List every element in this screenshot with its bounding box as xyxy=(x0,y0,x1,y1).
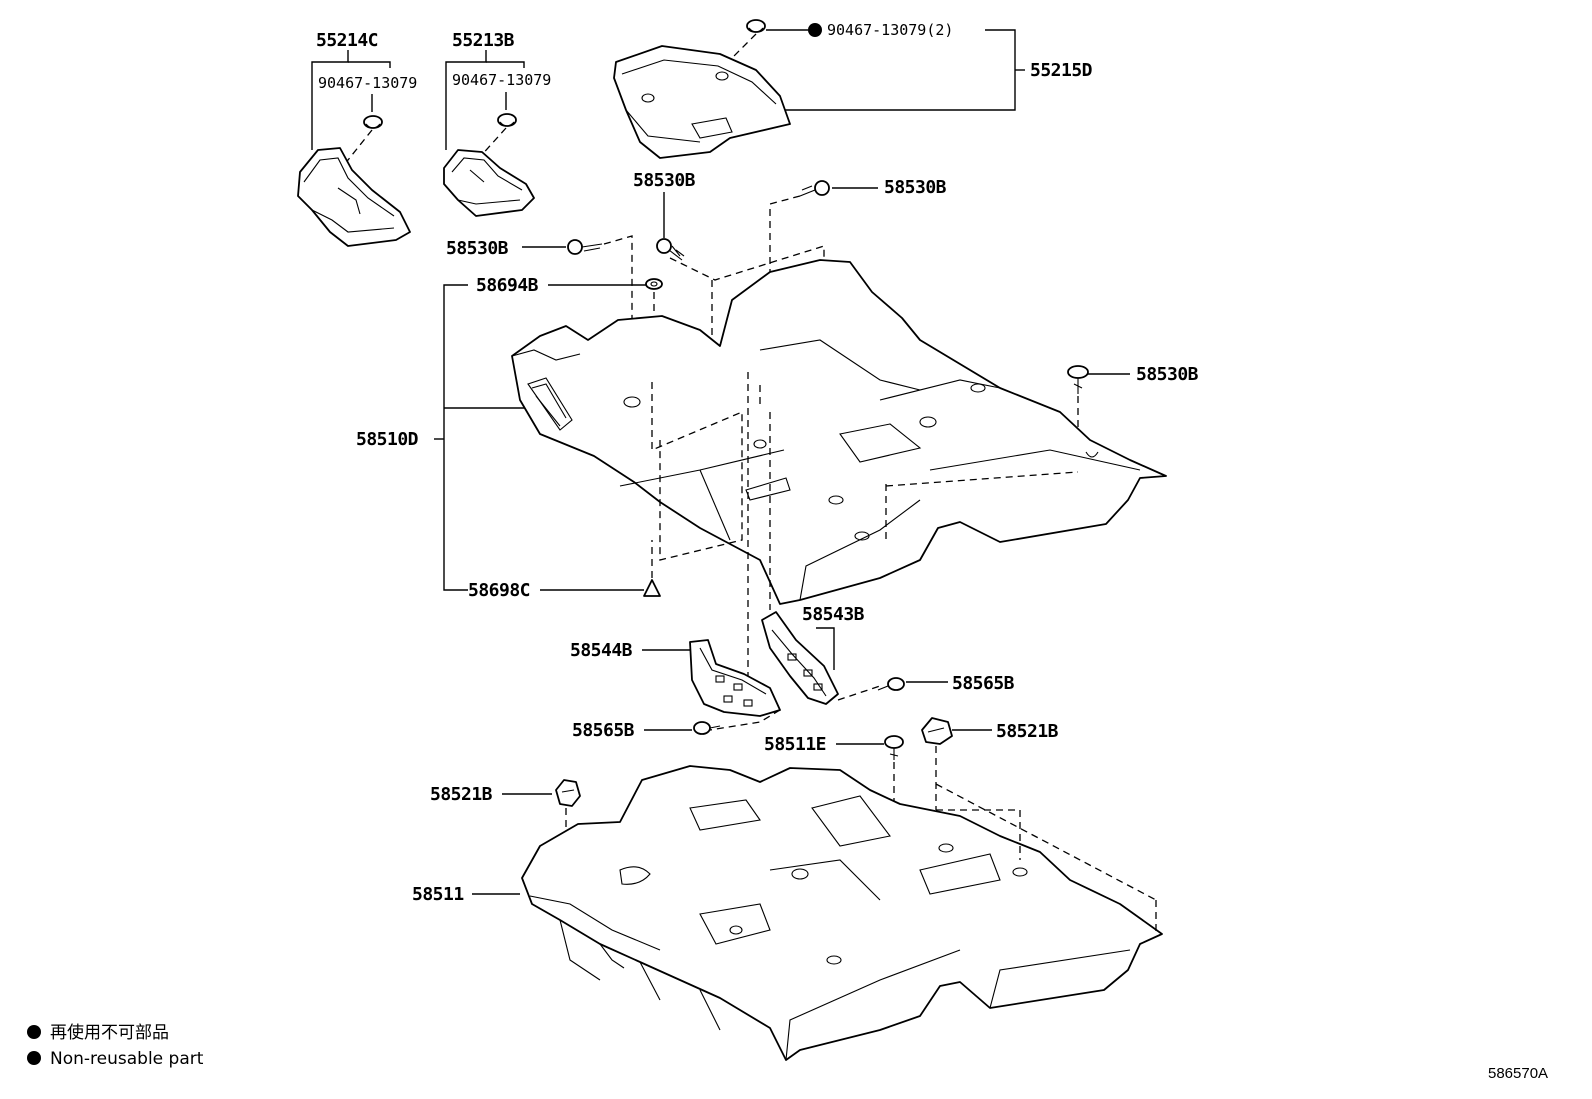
bolt-icon xyxy=(799,180,830,197)
retainers-group: 58511E 58521B 58521B xyxy=(430,717,1157,936)
retainer-icon xyxy=(921,717,953,745)
label-58530B-right[interactable]: 58530B xyxy=(884,177,947,198)
insulator-55214C xyxy=(297,147,411,247)
clip-icon xyxy=(746,19,766,33)
label-58544B[interactable]: 58544B xyxy=(570,640,633,661)
label-clip-55213B[interactable]: 90467-13079 xyxy=(452,71,551,89)
bolt-icon xyxy=(877,677,905,691)
label-58565B-left[interactable]: 58565B xyxy=(572,720,635,741)
bolt-icon xyxy=(656,238,685,261)
label-58694B[interactable]: 58694B xyxy=(476,275,539,296)
diagram-reference-number: 586570A xyxy=(1488,1065,1548,1082)
label-58530B-far-right[interactable]: 58530B xyxy=(1136,364,1199,385)
label-clip-55214C[interactable]: 90467-13079 xyxy=(318,74,417,92)
label-58521B-left[interactable]: 58521B xyxy=(430,784,493,805)
non-reusable-marker-icon xyxy=(27,1051,41,1065)
retainer-icon xyxy=(555,779,581,807)
clip-icon xyxy=(363,115,383,129)
clip-icon xyxy=(884,735,904,760)
part-58510D-group: 58694B 58510D 58698C xyxy=(356,259,1167,605)
insulator-55215D xyxy=(613,45,791,159)
part-55214C-group: 55214C 90467-13079 xyxy=(297,30,417,247)
label-55215D[interactable]: 55215D xyxy=(1030,60,1093,81)
clip-icon xyxy=(643,579,661,597)
insulator-55213B xyxy=(443,149,535,217)
part-55215D-group: 90467-13079(2) 55215D xyxy=(613,19,1093,159)
part-55213B-group: 55213B 90467-13079 xyxy=(443,30,551,217)
label-58698C[interactable]: 58698C xyxy=(468,580,531,601)
label-58511[interactable]: 58511 xyxy=(412,884,464,905)
label-58565B-right[interactable]: 58565B xyxy=(952,673,1015,694)
label-58530B-center[interactable]: 58530B xyxy=(633,170,696,191)
bolt-icon xyxy=(567,239,603,255)
grommet-icon xyxy=(645,278,663,290)
label-clip-55215D[interactable]: 90467-13079(2) xyxy=(827,21,953,39)
label-58530B-left[interactable]: 58530B xyxy=(446,238,509,259)
label-58510D[interactable]: 58510D xyxy=(356,429,419,450)
label-58521B-right[interactable]: 58521B xyxy=(996,721,1059,742)
brackets-group: 58543B 58544B 58565B 58565B xyxy=(570,372,1015,741)
bolt-icon xyxy=(693,721,721,735)
label-58511E[interactable]: 58511E xyxy=(764,734,827,755)
legend: 再使用不可部品 Non-reusable part xyxy=(27,1022,204,1069)
bolts-58530B: 58530B 58530B 58530B 58530B xyxy=(446,170,1199,472)
bracket-58543B xyxy=(761,611,839,705)
label-55214C[interactable]: 55214C xyxy=(316,30,379,51)
legend-en: Non-reusable part xyxy=(50,1049,204,1069)
part-58511-group: 58511 xyxy=(412,765,1163,1061)
legend-jp: 再使用不可部品 xyxy=(50,1022,169,1043)
label-55213B[interactable]: 55213B xyxy=(452,30,515,51)
non-reusable-marker-icon xyxy=(27,1025,41,1039)
bolt-icon xyxy=(1067,365,1089,394)
carpet-58510D xyxy=(511,259,1167,605)
non-reusable-marker-icon xyxy=(808,23,822,37)
clip-icon xyxy=(497,113,517,127)
bracket-58544B xyxy=(689,639,781,717)
label-58543B[interactable]: 58543B xyxy=(802,604,865,625)
carpet-58511 xyxy=(521,765,1163,1061)
